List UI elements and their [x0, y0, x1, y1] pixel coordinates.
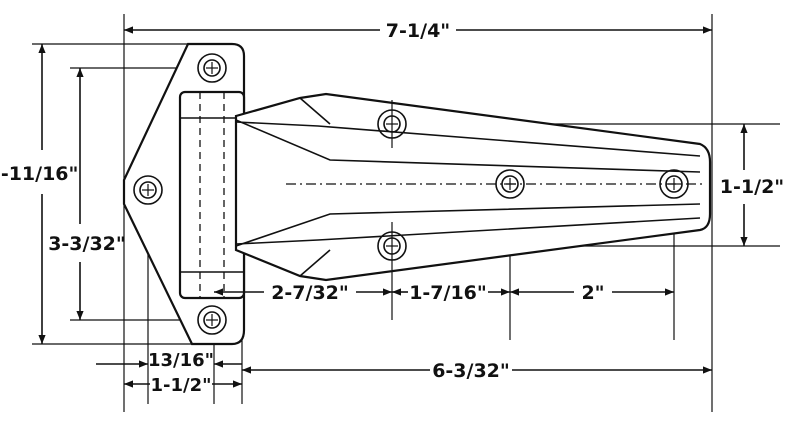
hole-strap-middle [495, 169, 525, 199]
label-spacing-b: 1-7/16" [409, 282, 487, 304]
label-offset-small: 13/16" [148, 350, 214, 371]
label-overall-length: 7-1/4" [386, 20, 450, 42]
hole-strap-lower [377, 222, 407, 270]
hole-left-point [133, 175, 163, 205]
mounting-holes [133, 53, 689, 335]
dimension-labels: 7-1/4" 3-11/16" 3-3/32" 1-1/2" 2-7/32" 1… [0, 20, 784, 396]
hinge-body [122, 42, 712, 346]
dimension-lines [38, 26, 748, 388]
label-overall-height: 3-11/16" [0, 163, 78, 185]
label-strap-length: 6-3/32" [432, 360, 510, 382]
hole-top-left [197, 53, 227, 83]
label-strap-hole-spacing: 1-1/2" [720, 176, 784, 198]
label-spacing-c: 2" [581, 282, 604, 304]
label-flange-width: 1-1/2" [151, 375, 212, 396]
hole-strap-end [659, 169, 689, 199]
hole-bottom-left [197, 305, 227, 335]
label-spacing-a: 2-7/32" [271, 282, 349, 304]
hole-strap-upper [377, 100, 407, 148]
label-outer-hole-spacing: 3-3/32" [48, 233, 126, 255]
